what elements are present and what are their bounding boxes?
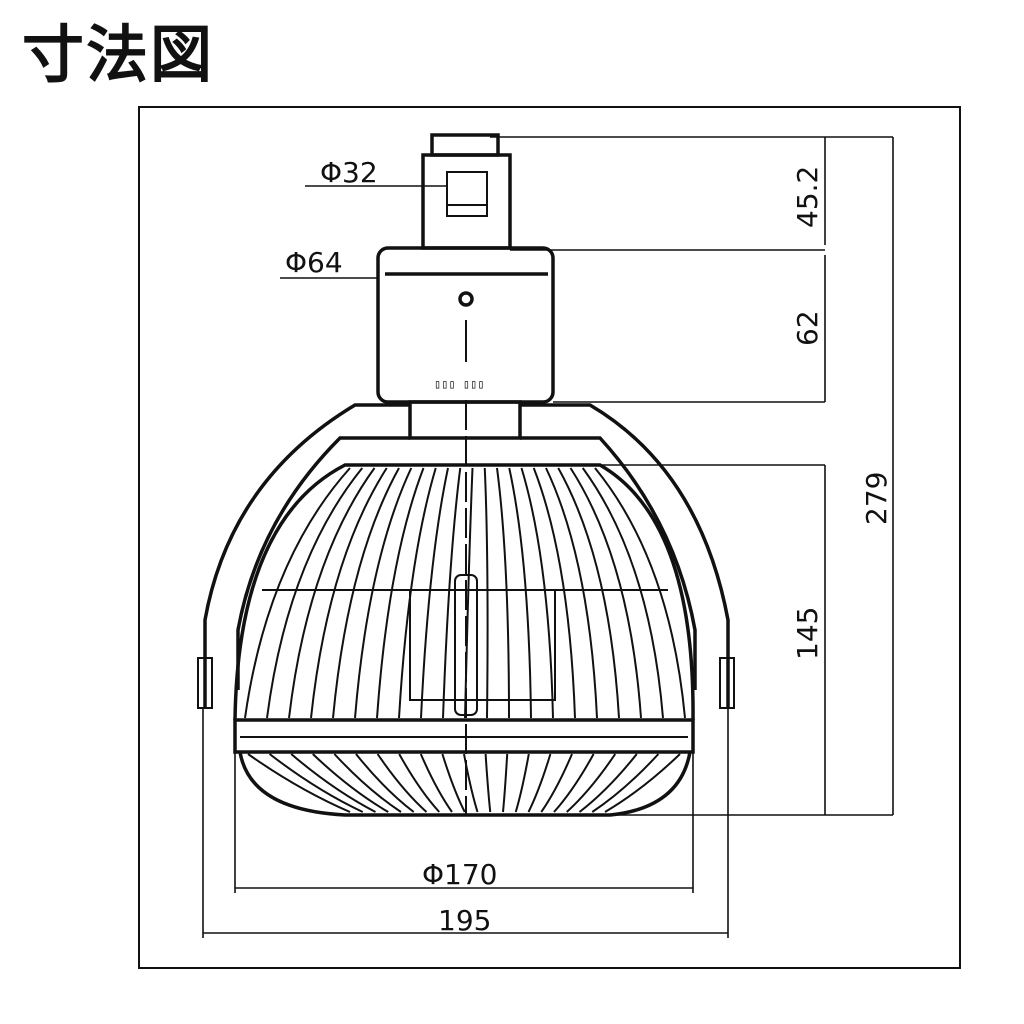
- adapter-diameter-label: Φ32: [320, 156, 378, 189]
- cage-rib: [244, 467, 351, 719]
- cage-rib: [398, 467, 437, 719]
- power-box: ▯▯▯ ▯▯▯: [376, 246, 555, 404]
- bowl-rib: [419, 753, 453, 813]
- cage-rib: [266, 467, 364, 719]
- cage-rib: [496, 467, 510, 719]
- cage-rib: [545, 467, 598, 719]
- cage-rib: [420, 467, 449, 719]
- bowl-rib: [502, 753, 509, 813]
- cage-rib: [376, 467, 425, 719]
- page-title: 寸法図: [22, 18, 215, 91]
- bowl-rib: [333, 753, 402, 813]
- cage-rib: [508, 467, 532, 719]
- cage-rib: [288, 467, 376, 719]
- box-height-label: 62: [791, 310, 824, 346]
- cage-rib: [594, 467, 686, 719]
- head-height-label: 145: [791, 607, 824, 660]
- total-height-label: 279: [860, 472, 893, 525]
- bowl-rib: [591, 753, 660, 813]
- dimension-lines: [202, 136, 894, 938]
- bowl-rib: [355, 753, 415, 813]
- bowl-rib: [514, 753, 530, 813]
- lamp-bowl: [238, 751, 692, 817]
- total-width-label: 195: [438, 904, 491, 937]
- cage-rib: [332, 467, 400, 719]
- bowl-rib: [566, 753, 617, 813]
- bowl-rib: [247, 753, 351, 813]
- cage-rib: [442, 467, 462, 719]
- adapter-height-label: 45.2: [791, 166, 824, 228]
- bowl-rib: [540, 753, 573, 813]
- cage-rib: [354, 467, 413, 719]
- box-diameter-label: Φ64: [285, 246, 343, 279]
- bowl-rib: [441, 753, 466, 813]
- drawing-frame: [138, 106, 961, 969]
- lamp-cage: [233, 463, 695, 721]
- cage-rib: [532, 467, 576, 719]
- bowl-rib: [376, 753, 428, 813]
- bowl-rib: [484, 753, 492, 813]
- bowl-rib: [398, 753, 440, 813]
- bowl-rib: [527, 753, 552, 813]
- track-adapter: [421, 133, 512, 250]
- yoke-arm: [197, 403, 735, 709]
- cage-rib: [310, 467, 388, 719]
- bowl-rib: [268, 753, 364, 813]
- cage-rib: [569, 467, 642, 719]
- bowl-rib: [578, 753, 638, 813]
- cage-rib: [520, 467, 554, 719]
- cage-rib: [483, 467, 489, 719]
- bowl-rib: [312, 753, 389, 813]
- bowl-rib: [463, 753, 479, 813]
- head-diameter-label: Φ170: [422, 858, 497, 891]
- lamp-ring: [233, 718, 695, 754]
- bowl-rib: [604, 753, 681, 813]
- cage-rib: [581, 467, 664, 719]
- bowl-rib: [553, 753, 595, 813]
- box-marking: ▯▯▯ ▯▯▯: [434, 377, 485, 391]
- cage-rib: [557, 467, 620, 719]
- bowl-rib: [290, 753, 376, 813]
